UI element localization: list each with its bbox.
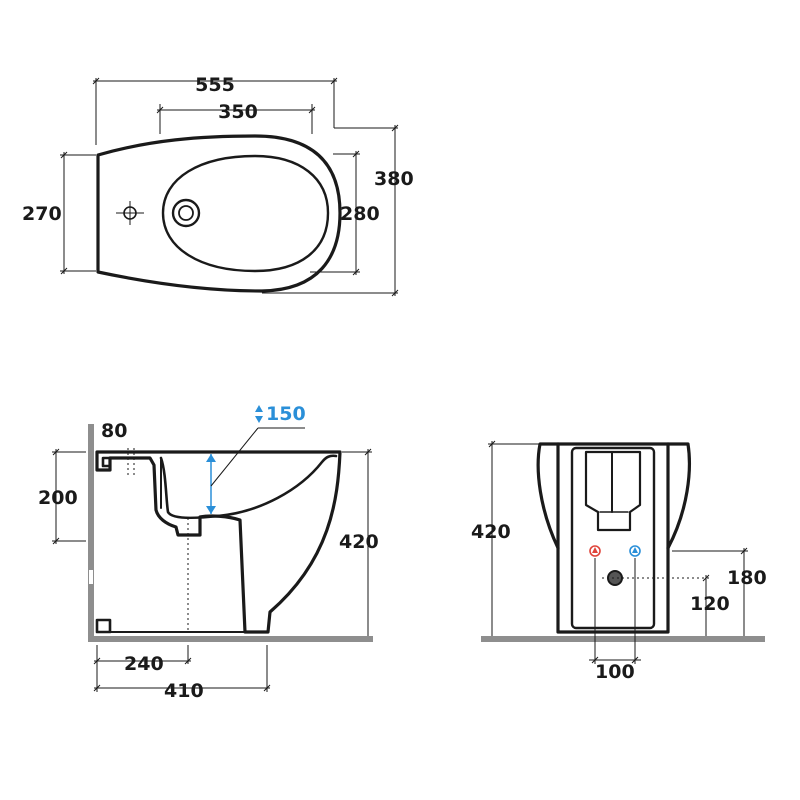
dim-supply-height: 180 [727, 567, 767, 589]
top-view: 555 350 270 280 380 [22, 74, 414, 297]
dim-height-side: 420 [339, 531, 379, 553]
side-view-bowl [159, 454, 338, 520]
side-view-outline [95, 450, 342, 634]
tap-hole-icon [171, 198, 201, 228]
dim-water-depth: 150 [266, 403, 306, 425]
front-body [556, 442, 670, 634]
dim-depth-bowl: 280 [340, 203, 380, 225]
dim-width-overall: 555 [195, 74, 235, 96]
top-view-outline [96, 134, 342, 293]
dim-depth-overall: 380 [374, 168, 414, 190]
dim-supply-spacing: 100 [595, 661, 635, 683]
dim-width-bowl: 350 [218, 101, 258, 123]
water-depth-icon [255, 405, 263, 423]
tap-hole-inner-icon [178, 205, 194, 221]
dim-depth-left: 270 [22, 203, 62, 225]
front-slot [584, 450, 642, 532]
side-view: 80 150 200 420 240 410 [38, 403, 379, 702]
front-view: 420 180 120 100 [471, 440, 767, 683]
dim-waste-height: 120 [690, 593, 730, 615]
dim-depth-side: 410 [164, 680, 204, 702]
dim-rim-offset: 80 [101, 420, 127, 442]
waste-outlet-icon [607, 570, 623, 586]
wall [88, 424, 94, 642]
top-view-bowl [161, 154, 330, 273]
floor-side [88, 636, 373, 642]
front-right-flare [666, 442, 691, 550]
front-left-flare [536, 442, 560, 550]
floor-front [481, 636, 765, 642]
dim-drain-distance: 240 [124, 653, 164, 675]
dim-height-front: 420 [471, 521, 511, 543]
hot-water-icon [589, 545, 601, 557]
cold-water-icon [629, 545, 641, 557]
front-pedestal [570, 446, 656, 630]
dim-drain-height: 200 [38, 487, 78, 509]
floor-fixing [95, 618, 112, 634]
